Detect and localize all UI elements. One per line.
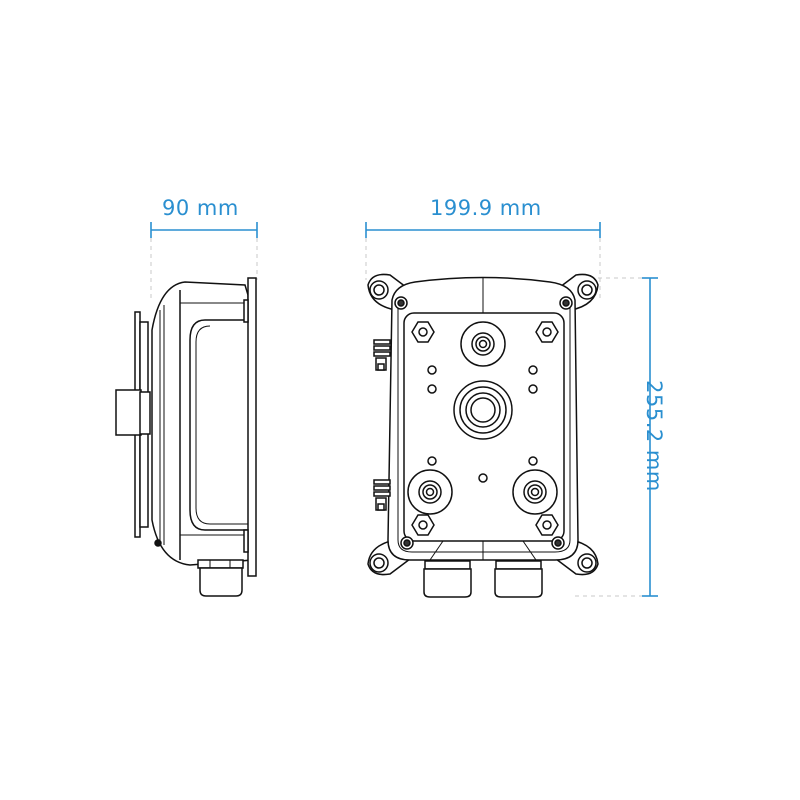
hex-nuts (411, 321, 559, 536)
cable-glands (423, 560, 543, 598)
width-dimension-label: 199.9 mm (430, 196, 542, 220)
side-view (115, 277, 257, 597)
side-latches (373, 339, 391, 511)
height-dimension-label: 255.2 mm (642, 380, 666, 492)
front-view (367, 273, 599, 598)
width-dimension-line (365, 222, 601, 238)
height-dimension-line (642, 277, 658, 597)
depth-dimension-line (150, 222, 258, 238)
extension-lines (150, 238, 642, 597)
depth-dimension-label: 90 mm (162, 196, 239, 220)
